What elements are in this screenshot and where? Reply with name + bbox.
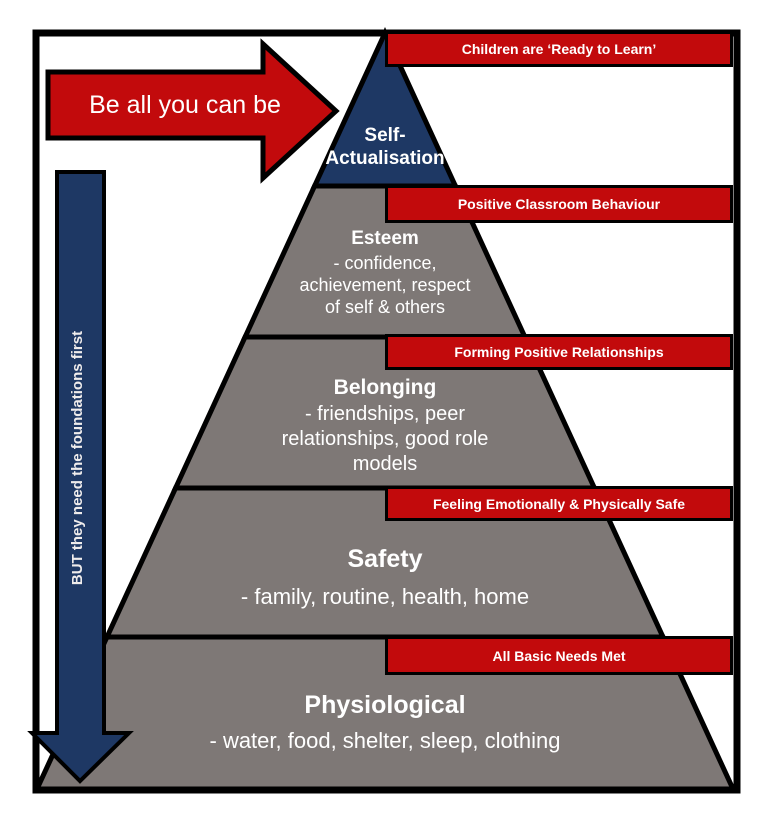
side-arrow-label: BUT they need the foundations first [69,330,86,586]
top-arrow-label: Be all you can be [89,90,281,119]
banner-label: All Basic Needs Met [492,647,626,664]
level-text-self-actualisation: Self- Actualisation [295,124,475,170]
level-text-physiological: Physiological - water, food, shelter, sl… [95,688,675,754]
level-text-belonging: Belonging - friendships, peer relationsh… [195,374,575,477]
level-details: - water, food, shelter, sleep, clothing [209,728,561,753]
level-heading: Esteem [351,228,419,249]
banner-feeling-safe: Feeling Emotionally & Physically Safe [385,486,733,521]
banner-forming-positive-relationships: Forming Positive Relationships [385,334,733,370]
banner-positive-classroom-behaviour: Positive Classroom Behaviour [385,185,733,223]
level-details: - friendships, peer relationships, good … [281,403,489,475]
level-heading: Safety [347,545,423,573]
level-heading: Self- Actualisation [325,125,445,169]
banner-label: Forming Positive Relationships [454,344,664,360]
banner-all-basic-needs-met: All Basic Needs Met [385,636,733,675]
level-text-esteem: Esteem - confidence, achievement, respec… [215,226,555,318]
banner-label: Feeling Emotionally & Physically Safe [432,495,686,512]
banner-ready-to-learn: Children are ‘Ready to Learn’ [385,31,733,67]
level-details: - confidence, achievement, respect of se… [299,253,471,317]
banner-label: Children are ‘Ready to Learn’ [461,41,657,57]
level-text-safety: Safety - family, routine, health, home [115,542,655,610]
level-heading: Physiological [304,691,466,719]
banner-label: Positive Classroom Behaviour [457,196,661,212]
down-arrow-shape [27,170,134,784]
right-arrow-shape [45,38,340,184]
level-heading: Belonging [333,376,437,399]
level-details: - family, routine, health, home [240,584,530,609]
